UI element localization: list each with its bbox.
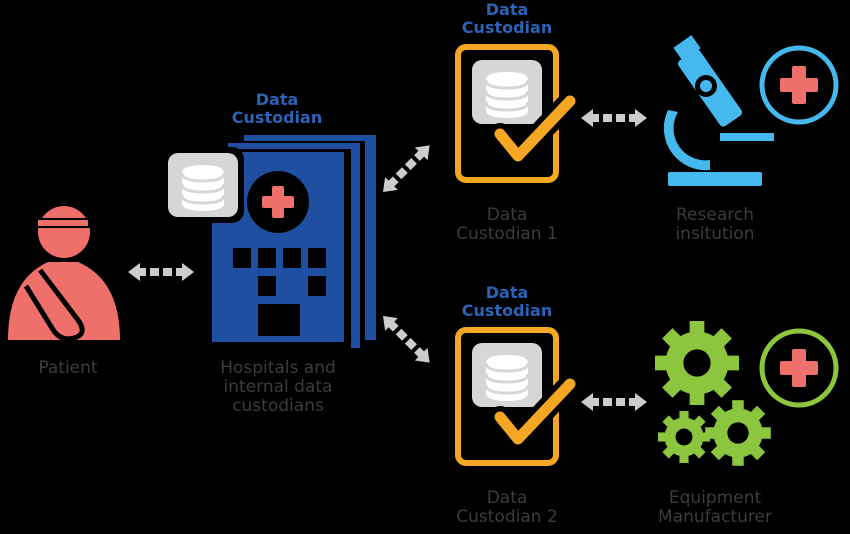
custodian-heading-line: Custodian (461, 301, 553, 320)
custodian-heading-hospitals: Data Custodian (222, 91, 332, 127)
patient-label-text: Patient (38, 358, 98, 378)
patient-label: Patient (18, 359, 118, 378)
custodian-heading-1: Data Custodian (452, 1, 562, 37)
injured-patient-icon (8, 206, 120, 342)
clipboard-check-icon (455, 327, 581, 466)
double-arrow-icon (128, 263, 194, 281)
clipboard-check-icon (455, 44, 581, 183)
medical-cross-icon (247, 171, 309, 233)
label-line: Data (486, 488, 528, 508)
double-arrow-icon (376, 309, 437, 370)
label-line: Custodian 1 (456, 224, 558, 244)
database-icon (162, 147, 244, 223)
double-arrow-icon (581, 393, 647, 411)
label-line: Data (486, 205, 528, 225)
gears-icon (655, 321, 771, 466)
research-label: Research insitution (655, 206, 775, 244)
label-line: Manufacturer (658, 507, 772, 527)
label-line: Research (676, 205, 754, 225)
microscope-icon (663, 35, 774, 186)
custodian-heading-line: Data (485, 0, 529, 19)
custodian-heading-line: Custodian (461, 18, 553, 37)
double-arrow-icon (581, 109, 647, 127)
hospitals-label: Hospitals and internal data custodians (203, 359, 353, 416)
custodian-2-label: Data Custodian 2 (445, 489, 569, 527)
label-line: Hospitals and (220, 358, 336, 378)
custodian-heading-2: Data Custodian (452, 284, 562, 320)
label-line: Equipment (668, 488, 762, 508)
custodian-1-label: Data Custodian 1 (445, 206, 569, 244)
label-line: Custodian 2 (456, 507, 558, 527)
medical-cross-icon (759, 45, 839, 125)
custodian-heading-line: Data (485, 283, 529, 302)
double-arrow-icon (376, 138, 437, 199)
label-line: custodians (232, 396, 324, 416)
medical-cross-icon (759, 328, 839, 408)
manufacturer-label: Equipment Manufacturer (645, 489, 785, 527)
label-line: insitution (675, 224, 755, 244)
label-line: internal data (223, 377, 333, 397)
custodian-heading-line: Custodian (231, 108, 323, 127)
custodian-heading-line: Data (255, 90, 299, 109)
